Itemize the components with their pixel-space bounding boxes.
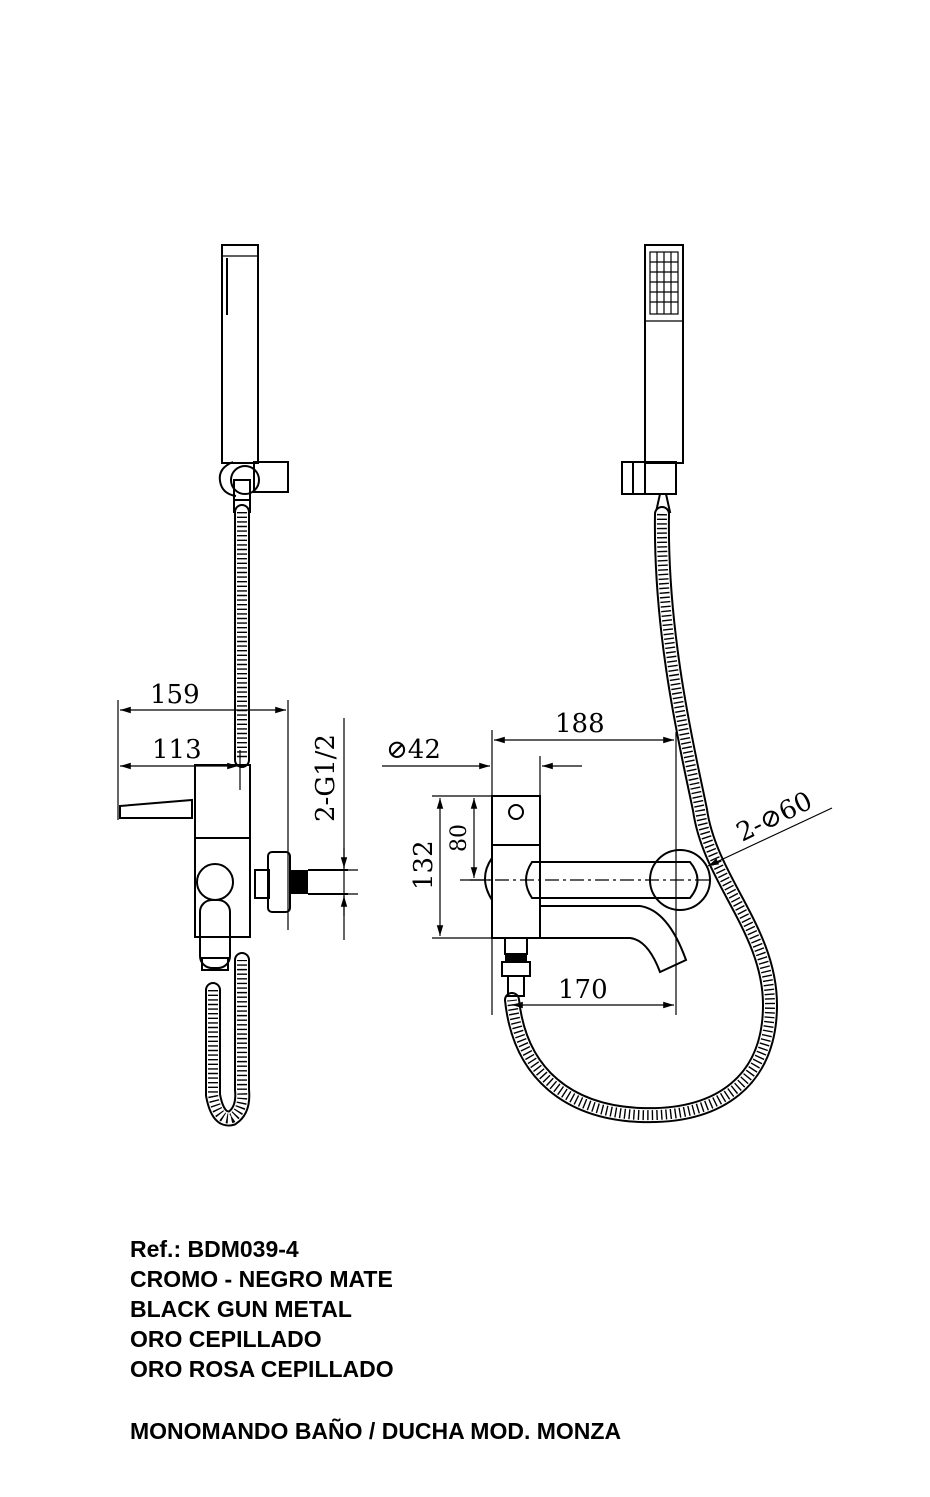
front-shower-nozzles bbox=[650, 252, 678, 314]
caption-product: MONOMANDO BAÑO / DUCHA MOD. MONZA bbox=[130, 1418, 622, 1444]
front-mixer-body bbox=[470, 795, 711, 997]
front-view: 188 ⊘42 132 80 170 2-⊘60 bbox=[382, 244, 833, 1124]
side-mixer-body bbox=[119, 764, 348, 971]
dim-42: ⊘42 bbox=[386, 735, 441, 765]
dim-188: 188 bbox=[555, 709, 605, 739]
dim-113: 113 bbox=[152, 735, 202, 765]
caption-finish-1: CROMO - NEGRO MATE bbox=[130, 1266, 393, 1292]
side-hose bbox=[205, 504, 251, 1127]
caption-finish-4: ORO ROSA CEPILLADO bbox=[130, 1356, 394, 1382]
caption-ref: Ref.: BDM039-4 bbox=[130, 1236, 299, 1262]
caption-finish-3: ORO CEPILLADO bbox=[130, 1326, 322, 1352]
front-hand-shower bbox=[621, 244, 684, 513]
side-dimensions: 159 113 2-G1/2 bbox=[117, 680, 358, 940]
dim-2-60: 2-⊘60 bbox=[732, 786, 817, 848]
side-hand-shower bbox=[218, 244, 289, 513]
front-hose bbox=[504, 506, 779, 1124]
dim-170: 170 bbox=[558, 975, 608, 1005]
side-view: 159 113 2-G1/2 bbox=[117, 244, 358, 1127]
dim-2-g12: 2-G1/2 bbox=[311, 734, 341, 822]
dim-132: 132 bbox=[409, 840, 439, 890]
dim-159: 159 bbox=[150, 680, 200, 710]
dim-80: 80 bbox=[447, 824, 472, 852]
caption-finish-2: BLACK GUN METAL bbox=[130, 1296, 352, 1322]
